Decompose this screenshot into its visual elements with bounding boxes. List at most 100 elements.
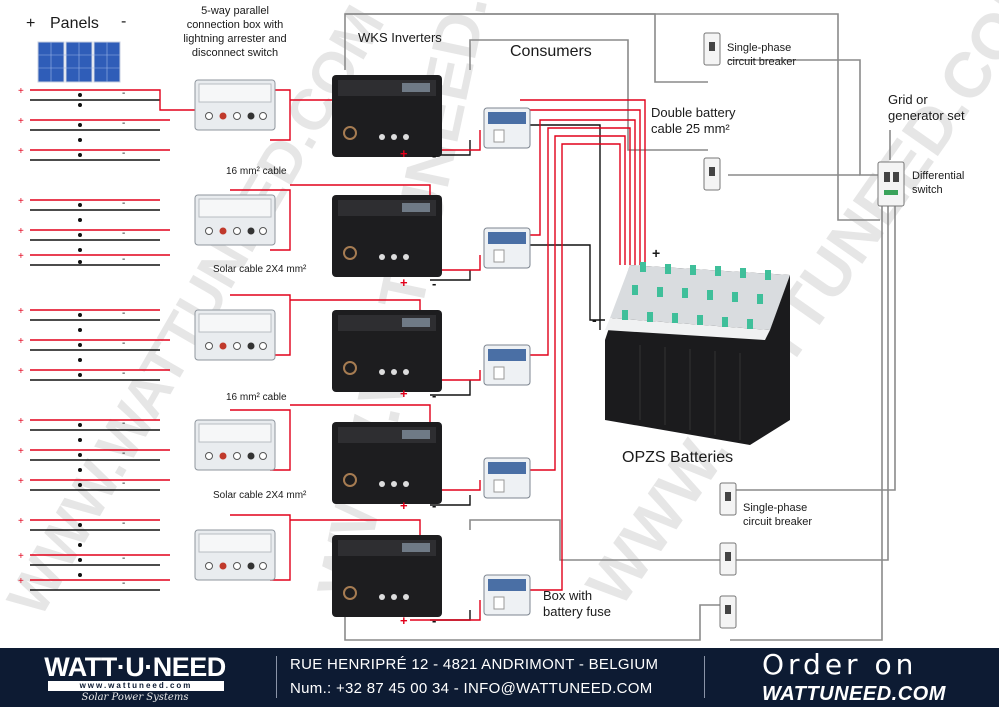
svg-text:circuit breaker: circuit breaker xyxy=(743,516,812,528)
cable-16mm-label: 16 mm² cable xyxy=(226,166,287,177)
svg-text:+: + xyxy=(400,146,408,161)
svg-text:+: + xyxy=(18,516,24,527)
svg-text:disconnect switch: disconnect switch xyxy=(192,47,278,59)
svg-text:5-way parallel: 5-way parallel xyxy=(201,5,269,17)
connection-box xyxy=(194,79,276,131)
solar-cable-label: Solar cable 2X4 mm² xyxy=(213,490,307,501)
svg-text:-: - xyxy=(432,148,436,163)
svg-text:+: + xyxy=(18,446,24,457)
fuse-box xyxy=(483,344,531,386)
svg-text:+: + xyxy=(400,498,408,513)
connection-box xyxy=(194,529,276,581)
svg-text:Box with: Box with xyxy=(543,588,592,603)
panels-label: Panels xyxy=(50,15,99,32)
svg-text:+: + xyxy=(18,551,24,562)
svg-text:-: - xyxy=(432,388,436,403)
svg-text:-: - xyxy=(122,338,125,349)
ac-wiring xyxy=(344,13,896,641)
fuse-box xyxy=(483,574,531,616)
inverter xyxy=(332,310,442,392)
inverters-label: WKS Inverters xyxy=(358,30,442,45)
fuse-box xyxy=(483,107,531,149)
svg-text:circuit breaker: circuit breaker xyxy=(727,56,796,68)
svg-text:-: - xyxy=(122,418,125,429)
watermark: WWW.WATTUNEED.COM WWW.WATTUNEED.COM WWW.… xyxy=(0,0,999,626)
breaker-top-label: Single-phase circuit breaker xyxy=(727,42,796,68)
panels-minus-mark: - xyxy=(121,13,126,30)
footer-contact[interactable]: Num.: +32 87 45 00 34 - INFO@WATTUNEED.C… xyxy=(290,680,653,697)
svg-text:+: + xyxy=(18,146,24,157)
svg-text:+: + xyxy=(18,476,24,487)
svg-text:-: - xyxy=(432,613,436,628)
svg-text:-: - xyxy=(122,148,125,159)
order-website-link[interactable]: WATTUNEED.COM xyxy=(762,683,946,705)
svg-text:+: + xyxy=(18,366,24,377)
negative-wiring xyxy=(30,99,605,621)
svg-text:-: - xyxy=(122,448,125,459)
svg-text:-: - xyxy=(122,578,125,589)
breaker xyxy=(719,595,737,629)
breaker xyxy=(703,32,721,66)
svg-text:-: - xyxy=(122,368,125,379)
grid-label: Grid or generator set xyxy=(888,92,965,123)
fuse-boxes xyxy=(483,107,531,616)
fuse-box-label: Box with battery fuse xyxy=(543,588,611,619)
svg-text:+: + xyxy=(400,386,408,401)
svg-text:-: - xyxy=(122,254,125,265)
svg-text:lightning arrester and: lightning arrester and xyxy=(183,33,286,45)
svg-text:-: - xyxy=(122,308,125,319)
svg-text:-: - xyxy=(122,518,125,529)
string-polarity-marks: +++ +++ +++ +++ +++ --- --- --- --- --- xyxy=(18,86,125,589)
order-on-label: Order on xyxy=(762,648,918,681)
svg-text:cable 25 mm²: cable 25 mm² xyxy=(651,121,730,136)
battery-cable-label: Double battery cable 25 mm² xyxy=(651,105,736,136)
battery-minus-mark: - xyxy=(592,312,597,328)
svg-text:+: + xyxy=(18,86,24,97)
svg-text:connection box with: connection box with xyxy=(187,19,284,31)
connection-box xyxy=(194,309,276,361)
solar-cable-label: Solar cable 2X4 mm² xyxy=(213,264,307,275)
battery-plus-mark: + xyxy=(652,245,660,261)
svg-text:-: - xyxy=(432,498,436,513)
footer-address: RUE HENRIPRÉ 12 - 4821 ANDRIMONT - BELGI… xyxy=(290,656,659,673)
svg-text:-: - xyxy=(432,276,436,291)
svg-text:-: - xyxy=(122,228,125,239)
svg-text:+: + xyxy=(18,576,24,587)
battery-bank xyxy=(605,262,790,445)
brand-logo[interactable]: WATT·U·NEED www.wattuneed.com Solar Powe… xyxy=(40,650,230,705)
footer-bar xyxy=(0,648,999,707)
solar-panels xyxy=(37,41,121,83)
svg-text:+: + xyxy=(18,226,24,237)
svg-text:Single-phase: Single-phase xyxy=(727,42,791,54)
svg-text:Double battery: Double battery xyxy=(651,105,736,120)
inverter xyxy=(332,535,442,617)
fuse-box xyxy=(483,457,531,499)
svg-text:-: - xyxy=(122,198,125,209)
breaker xyxy=(719,542,737,576)
positive-wiring xyxy=(30,89,646,621)
connection-box xyxy=(194,194,276,246)
svg-text:-: - xyxy=(122,88,125,99)
svg-text:+: + xyxy=(18,416,24,427)
cable-16mm-label: 16 mm² cable xyxy=(226,392,287,403)
connection-box-label: 5-way parallel connection box with light… xyxy=(183,5,286,59)
batteries-label: OPZS Batteries xyxy=(622,449,733,466)
svg-text:+: + xyxy=(18,306,24,317)
svg-text:+: + xyxy=(400,275,408,290)
panels-plus-mark: + xyxy=(26,15,35,32)
svg-text:+: + xyxy=(18,116,24,127)
svg-text:Grid or: Grid or xyxy=(888,92,928,107)
svg-text:-: - xyxy=(122,118,125,129)
svg-text:Differential: Differential xyxy=(912,170,964,182)
inverter xyxy=(332,75,442,157)
footer-divider xyxy=(276,656,277,698)
svg-text:+: + xyxy=(18,251,24,262)
differential-label: Differential switch xyxy=(912,170,964,196)
installation-diagram: WWW.WATTUNEED.COM WWW.WATTUNEED.COM WWW.… xyxy=(0,0,999,641)
svg-text:+: + xyxy=(18,196,24,207)
svg-text:Single-phase: Single-phase xyxy=(743,502,807,514)
svg-text:battery fuse: battery fuse xyxy=(543,604,611,619)
brand-name: WATT·U·NEED xyxy=(44,652,226,682)
differential-switch xyxy=(877,161,905,207)
consumers-label: Consumers xyxy=(510,43,592,60)
